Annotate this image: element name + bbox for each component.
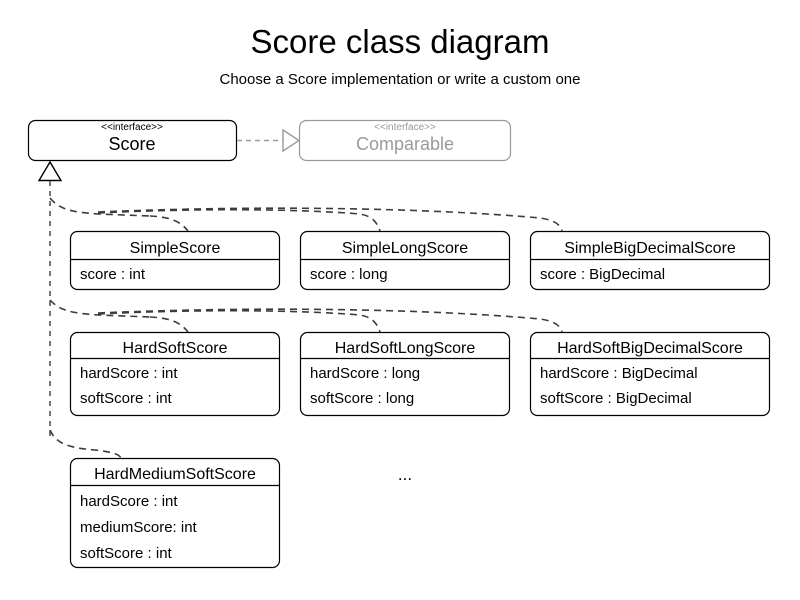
hard-soft-big-decimal-score-frame — [529, 331, 771, 417]
hard-soft-big-decimal-score-attribute: softScore : BigDecimal — [540, 390, 692, 407]
branch-row2-to-col1 — [49, 299, 151, 318]
hard-soft-score-attribute: softScore : int — [80, 390, 173, 407]
simple-big-decimal-score-title: SimpleBigDecimalScore — [564, 240, 736, 257]
branch-row1-to-col3 — [97, 207, 563, 232]
simple-big-decimal-score-frame — [529, 230, 771, 291]
hard-soft-big-decimal-score-attribute: hardScore : BigDecimal — [540, 365, 698, 382]
branch-row2-to-col2 — [97, 309, 381, 333]
realization-hollow-triangle-icon — [282, 128, 301, 153]
branch-row1-col1-drop — [149, 215, 189, 232]
branch-row3-to-hard-medium-soft — [49, 429, 122, 459]
interface-box-comparable[interactable]: <<interface>> Comparable — [298, 119, 512, 162]
class-box-hard-soft-long-score[interactable]: HardSoftLongScore hardScore : long softS… — [299, 331, 511, 417]
class-box-hard-soft-score[interactable]: HardSoftScore hardScore : int softScore … — [69, 331, 281, 417]
generalization-hollow-triangle-icon — [37, 160, 63, 182]
hard-medium-soft-score-attribute: softScore : int — [80, 545, 173, 562]
interface-score-frame — [27, 119, 238, 162]
hard-soft-long-score-attribute: hardScore : long — [310, 365, 420, 382]
branch-row1-to-col1 — [49, 197, 151, 217]
hard-soft-long-score-title: HardSoftLongScore — [335, 340, 476, 357]
generalization-connectors — [49, 181, 563, 459]
class-box-simple-score[interactable]: SimpleScore score : int — [69, 230, 281, 291]
simple-long-score-title: SimpleLongScore — [342, 240, 468, 257]
class-box-simple-long-score[interactable]: SimpleLongScore score : long — [299, 230, 511, 291]
hard-soft-score-title: HardSoftScore — [123, 340, 228, 357]
branch-row2-to-col3 — [97, 308, 563, 333]
interface-comparable-name: Comparable — [356, 134, 454, 154]
class-box-hard-soft-big-decimal-score[interactable]: HardSoftBigDecimalScore hardScore : BigD… — [529, 331, 771, 417]
branch-row2-col1-drop — [149, 316, 189, 333]
hard-soft-score-frame — [69, 331, 281, 417]
realization-score-to-comparable — [237, 128, 301, 153]
hard-medium-soft-score-attribute: mediumScore: int — [80, 519, 198, 536]
simple-score-title: SimpleScore — [130, 240, 221, 257]
simple-score-frame — [69, 230, 281, 291]
hard-soft-score-attribute: hardScore : int — [80, 365, 178, 382]
hard-soft-long-score-frame — [299, 331, 511, 417]
interface-comparable-stereotype: <<interface>> — [374, 122, 436, 133]
hard-medium-soft-score-attribute: hardScore : int — [80, 493, 178, 510]
interface-score-name: Score — [108, 134, 155, 154]
page-title: Score class diagram — [251, 23, 550, 60]
interface-box-score[interactable]: <<interface>> Score — [27, 119, 238, 162]
class-box-simple-big-decimal-score[interactable]: SimpleBigDecimalScore score : BigDecimal — [529, 230, 771, 291]
more-classes-ellipsis: ... — [398, 465, 412, 484]
simple-long-score-attribute: score : long — [310, 266, 388, 283]
branch-row1-to-col2 — [97, 208, 381, 232]
simple-big-decimal-score-attribute: score : BigDecimal — [540, 266, 665, 283]
class-box-hard-medium-soft-score[interactable]: HardMediumSoftScore hardScore : int medi… — [69, 457, 281, 569]
page-subtitle: Choose a Score implementation or write a… — [219, 71, 580, 88]
hard-soft-big-decimal-score-title: HardSoftBigDecimalScore — [557, 340, 743, 357]
interface-score-stereotype: <<interface>> — [101, 122, 163, 133]
simple-score-attribute: score : int — [80, 266, 146, 283]
hard-medium-soft-score-title: HardMediumSoftScore — [94, 466, 256, 483]
simple-long-score-frame — [299, 230, 511, 291]
hard-soft-long-score-attribute: softScore : long — [310, 390, 414, 407]
